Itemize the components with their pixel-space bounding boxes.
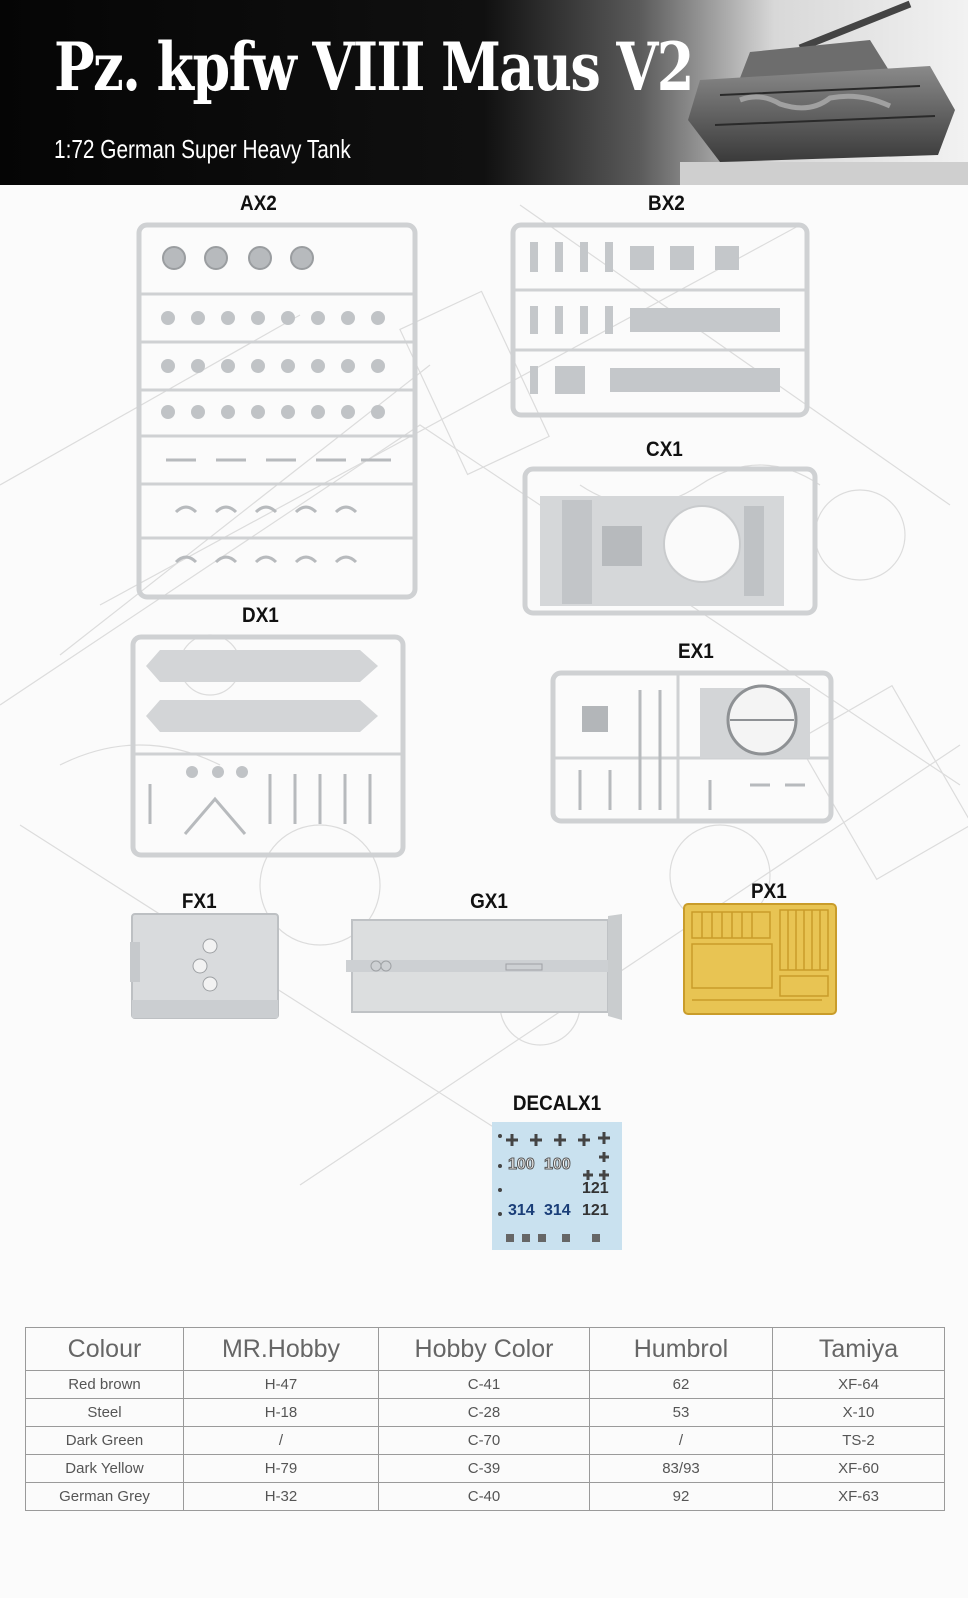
sprue-label-cx1: CX1 <box>646 438 683 461</box>
table-cell: 53 <box>589 1398 773 1427</box>
table-cell: / <box>183 1426 379 1455</box>
sprue-label-bx2: BX2 <box>648 192 685 215</box>
sprue-ax2-image <box>136 222 418 600</box>
decal-number: 121 <box>582 1180 609 1197</box>
decal-crosses-image <box>498 1132 610 1242</box>
table-cell: H-79 <box>183 1454 379 1483</box>
column-header: Colour <box>25 1327 184 1371</box>
column-header: Humbrol <box>589 1327 773 1371</box>
page-title: Pz. kpfw VIII Maus V2 <box>54 28 694 106</box>
table-cell: C-40 <box>378 1482 590 1511</box>
table-cell: H-47 <box>183 1370 379 1399</box>
sprue-px1-image <box>683 903 837 1015</box>
paint-table: Colour MR.Hobby Hobby Color Humbrol Tami… <box>25 1327 945 1511</box>
table-cell: 62 <box>589 1370 773 1399</box>
sprue-label-decalx1: DECALX1 <box>512 1092 602 1115</box>
decal-number: 314 <box>508 1202 535 1219</box>
table-cell: / <box>589 1426 773 1455</box>
decal-number: 121 <box>582 1202 609 1219</box>
table-cell: XF-63 <box>772 1482 945 1511</box>
tank-photo <box>680 0 968 185</box>
table-header-row: Colour MR.Hobby Hobby Color Humbrol Tami… <box>25 1327 945 1371</box>
table-cell: XF-64 <box>772 1370 945 1399</box>
sprue-label-dx1: DX1 <box>242 604 279 627</box>
column-header: Tamiya <box>772 1327 945 1371</box>
table-cell: TS-2 <box>772 1426 945 1455</box>
sprue-label-gx1: GX1 <box>470 890 508 913</box>
table-row: Dark Green / C-70 / TS-2 <box>25 1426 945 1455</box>
table-cell: C-41 <box>378 1370 590 1399</box>
sprue-label-ex1: EX1 <box>677 640 714 663</box>
table-cell: 83/93 <box>589 1454 773 1483</box>
page-subtitle: 1:72 German Super Heavy Tank <box>54 134 351 164</box>
table-cell: X-10 <box>772 1398 945 1427</box>
sprue-label-px1: PX1 <box>750 880 787 903</box>
table-cell: XF-60 <box>772 1454 945 1483</box>
table-cell: C-28 <box>378 1398 590 1427</box>
table-cell: German Grey <box>25 1482 184 1511</box>
sprue-gx1-image <box>346 914 622 1020</box>
table-cell: Dark Green <box>25 1426 184 1455</box>
table-cell: Red brown <box>25 1370 184 1399</box>
table-cell: H-18 <box>183 1398 379 1427</box>
table-row: German Grey H-32 C-40 92 XF-63 <box>25 1482 945 1511</box>
sprue-ex1-image <box>550 670 834 824</box>
column-header: Hobby Color <box>378 1327 590 1371</box>
sprue-dx1-image <box>130 634 406 858</box>
sprue-bx2-image <box>510 222 810 418</box>
table-row: Red brown H-47 C-41 62 XF-64 <box>25 1370 945 1399</box>
table-cell: Dark Yellow <box>25 1454 184 1483</box>
sprue-label-ax2: AX2 <box>240 192 277 215</box>
table-row: Dark Yellow H-79 C-39 83/93 XF-60 <box>25 1454 945 1483</box>
table-cell: C-70 <box>378 1426 590 1455</box>
table-cell: C-39 <box>378 1454 590 1483</box>
table-cell: H-32 <box>183 1482 379 1511</box>
column-header: MR.Hobby <box>183 1327 379 1371</box>
table-row: Steel H-18 C-28 53 X-10 <box>25 1398 945 1427</box>
decal-number: 100 <box>508 1156 536 1174</box>
sprue-fx1-image <box>130 913 279 1019</box>
decal-sheet: 100 100 121 314 314 121 <box>492 1122 622 1250</box>
table-cell: 92 <box>589 1482 773 1511</box>
decal-number: 100 <box>544 1156 572 1174</box>
sprue-label-fx1: FX1 <box>181 890 217 913</box>
sprue-cx1-image <box>522 466 818 616</box>
header-banner: Pz. kpfw VIII Maus V2 1:72 German Super … <box>0 0 968 185</box>
decal-number: 314 <box>544 1202 571 1219</box>
table-cell: Steel <box>25 1398 184 1427</box>
